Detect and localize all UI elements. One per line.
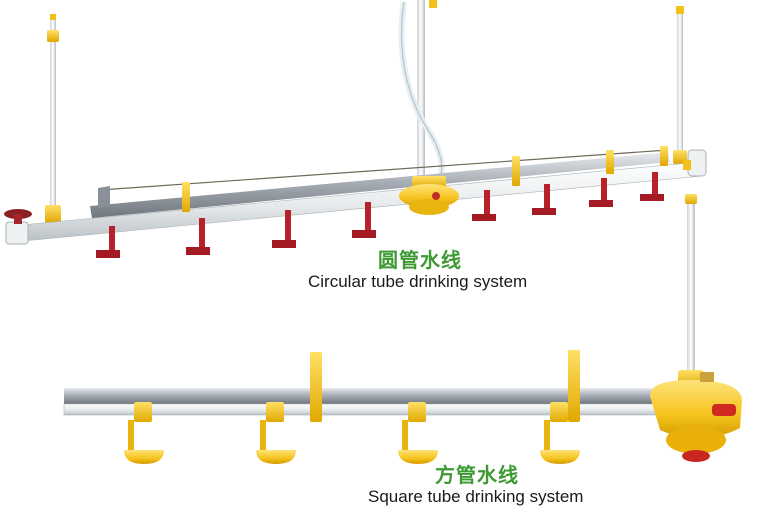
drip-cup bbox=[96, 226, 120, 258]
square-tube-system bbox=[63, 194, 742, 464]
square-system-caption: Square tube drinking system bbox=[368, 487, 584, 506]
guide-wire bbox=[99, 149, 669, 191]
drip-cup bbox=[272, 210, 296, 248]
bottom-pressure-regulator bbox=[650, 370, 742, 462]
drip-cup bbox=[398, 402, 438, 464]
left-end-valve bbox=[4, 209, 32, 245]
drip-cup bbox=[186, 218, 210, 255]
drip-cup bbox=[532, 184, 556, 215]
right-end-fitting bbox=[683, 149, 707, 177]
circular-system-title-cn: 圆管水线 bbox=[378, 248, 462, 272]
square-tube-hangers bbox=[310, 350, 580, 422]
left-hanger-rod bbox=[45, 14, 61, 223]
square-steel-tube bbox=[64, 388, 704, 404]
drip-cup bbox=[589, 178, 613, 207]
pipe-clips bbox=[182, 146, 668, 212]
drip-cup bbox=[540, 402, 580, 464]
circular-system-caption: Circular tube drinking system bbox=[308, 272, 528, 291]
drip-cup bbox=[640, 172, 664, 201]
center-supply-hose bbox=[398, 0, 445, 191]
steel-pipe-end-bracket bbox=[98, 186, 110, 208]
steel-support-pipe bbox=[90, 152, 670, 218]
bottom-supply-rod bbox=[685, 194, 697, 374]
drip-cup bbox=[352, 202, 376, 238]
drip-cup bbox=[472, 190, 496, 221]
circular-tube-system bbox=[4, 0, 707, 258]
yellow-drip-cups bbox=[124, 402, 580, 464]
red-drip-cups bbox=[96, 172, 664, 258]
drip-cup bbox=[124, 402, 164, 464]
square-system-title-cn: 方管水线 bbox=[435, 463, 519, 487]
drip-cup bbox=[256, 402, 296, 464]
right-hanger-rod bbox=[673, 6, 687, 164]
pressure-regulator bbox=[399, 176, 459, 215]
